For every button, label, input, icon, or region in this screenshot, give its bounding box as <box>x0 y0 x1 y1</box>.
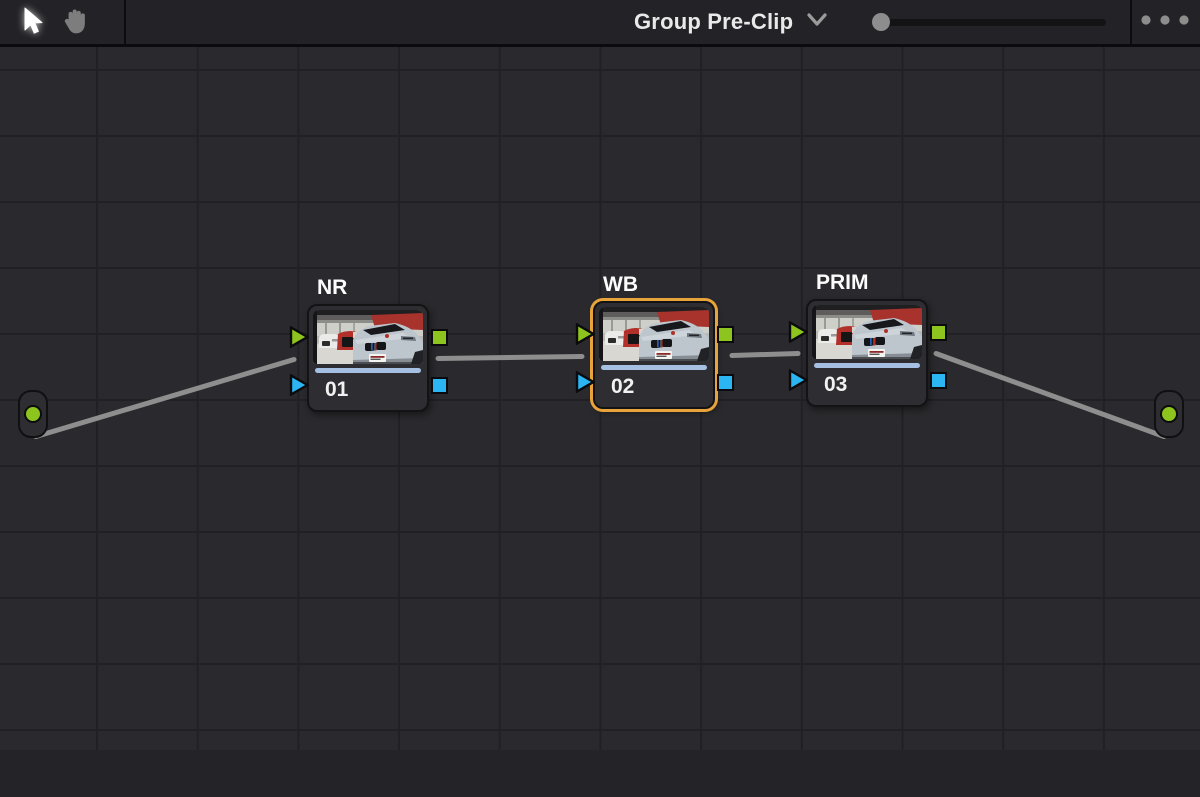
node-label: WB <box>603 273 638 296</box>
rgb-output-port[interactable] <box>717 326 734 343</box>
zoom-slider[interactable] <box>872 0 1106 44</box>
node-thumbnail <box>313 310 423 364</box>
node-graph-toolbar: Group Pre-Clip <box>0 0 1200 47</box>
connection-line[interactable] <box>435 354 585 361</box>
output-rgb-port[interactable] <box>1160 405 1178 423</box>
chevron-down-icon <box>807 12 827 32</box>
corrector-node-02[interactable]: WB 02 <box>575 273 734 409</box>
pointer-tool-button[interactable] <box>20 6 44 39</box>
zoom-slider-handle[interactable] <box>872 13 890 31</box>
graph-level-title: Group Pre-Clip <box>634 9 794 34</box>
node-label: NR <box>317 276 348 299</box>
node-graph-canvas[interactable]: NR 01 WB 02 PRIM <box>0 47 1200 750</box>
ellipsis-icon <box>1140 13 1192 31</box>
key-output-port[interactable] <box>717 374 734 391</box>
rgb-input-port[interactable] <box>788 320 809 344</box>
node-thumbnail <box>812 305 922 359</box>
corrector-node-01[interactable]: NR 01 <box>289 276 448 412</box>
key-output-port[interactable] <box>930 372 947 389</box>
hand-icon <box>60 6 90 39</box>
connection-line[interactable] <box>729 351 801 358</box>
rgb-output-port[interactable] <box>431 329 448 346</box>
group-output-node[interactable] <box>1154 390 1184 438</box>
options-menu-button[interactable] <box>1130 0 1200 44</box>
key-input-port[interactable] <box>788 368 809 392</box>
key-input-port[interactable] <box>289 373 310 397</box>
node-number: 03 <box>824 373 848 396</box>
key-output-port[interactable] <box>431 377 448 394</box>
node-label: PRIM <box>816 271 869 294</box>
node-number: 02 <box>611 375 635 398</box>
node-lut-bar <box>814 363 920 368</box>
group-source-node[interactable] <box>18 390 48 438</box>
corrector-node-03[interactable]: PRIM 03 <box>788 271 947 407</box>
pointer-icon <box>20 6 44 39</box>
tool-group <box>0 0 126 44</box>
node-thumbnail <box>599 307 709 361</box>
connection-line[interactable] <box>33 357 297 439</box>
connections-layer <box>33 351 1167 439</box>
hand-tool-button[interactable] <box>60 6 90 39</box>
key-input-port[interactable] <box>575 370 596 394</box>
source-rgb-port[interactable] <box>24 405 42 423</box>
node-lut-bar <box>601 365 707 370</box>
connection-line[interactable] <box>933 351 1167 439</box>
zoom-slider-track[interactable] <box>882 19 1106 26</box>
rgb-output-port[interactable] <box>930 324 947 341</box>
rgb-input-port[interactable] <box>575 322 596 346</box>
node-number: 01 <box>325 378 349 401</box>
rgb-input-port[interactable] <box>289 325 310 349</box>
node-lut-bar <box>315 368 421 373</box>
graph-level-dropdown[interactable]: Group Pre-Clip <box>634 0 827 44</box>
